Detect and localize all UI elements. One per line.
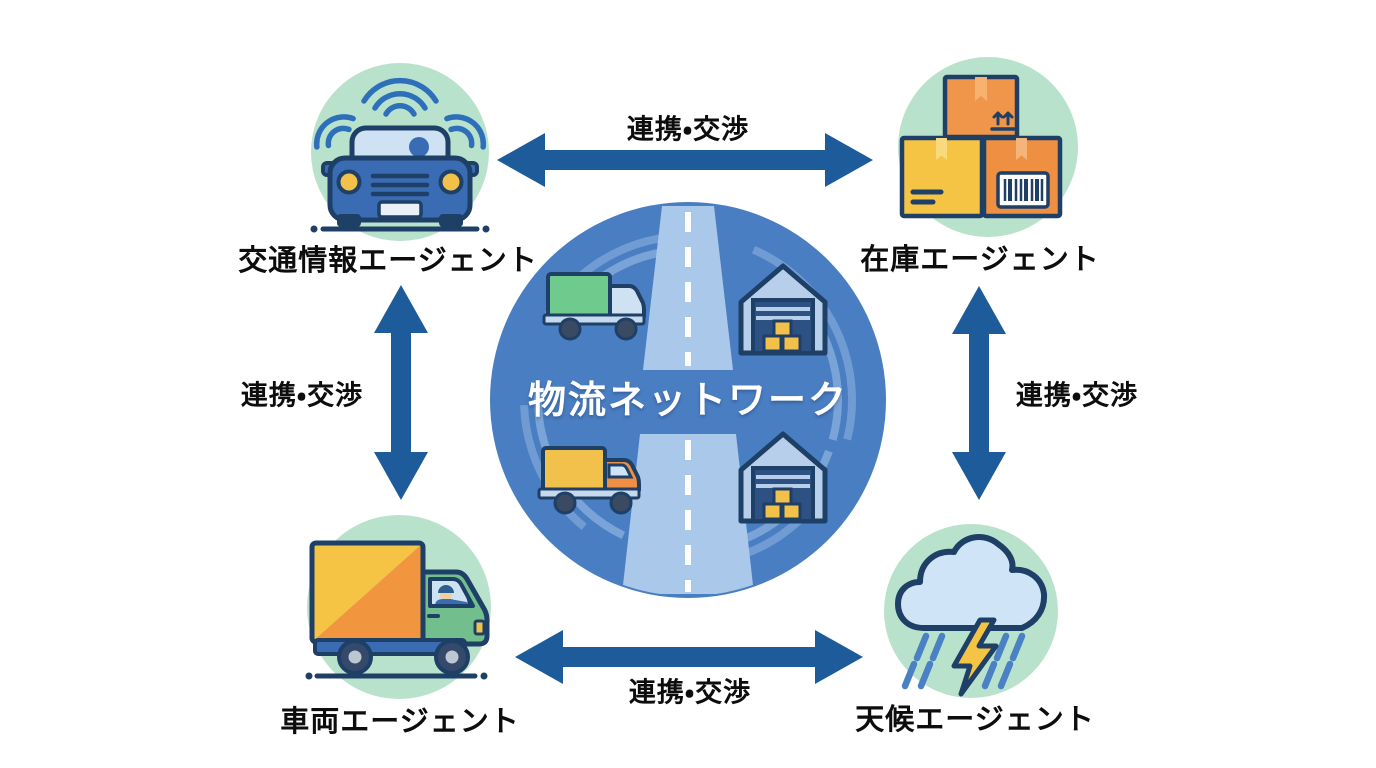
center-title: 物流ネットワーク xyxy=(527,380,848,422)
this-way-up-icon xyxy=(990,111,1016,131)
green-truck-icon xyxy=(542,272,646,341)
connection-arrow-bottom xyxy=(515,630,863,684)
yellow-truck-icon xyxy=(537,446,641,515)
connection-label-right: 連携・交渉 xyxy=(1015,380,1139,411)
agent-label-inventory: 在庫エージェント xyxy=(860,244,1100,276)
connection-arrow-left xyxy=(374,285,428,500)
agent-label-vehicle: 車両エージェント xyxy=(280,706,520,738)
agent-node-weather xyxy=(884,524,1058,698)
lightning-icon xyxy=(951,617,999,697)
connection-label-bottom: 連携・交渉 xyxy=(628,677,752,708)
delivery-truck-icon xyxy=(305,540,490,680)
connection-label-top: 連携・交渉 xyxy=(626,114,750,145)
agent-node-traffic-info xyxy=(310,63,490,241)
agent-node-inventory xyxy=(898,57,1078,237)
connection-label-left: 連携・交渉 xyxy=(240,380,364,411)
signal-waves-icon xyxy=(313,77,487,150)
storm-cloud-icon xyxy=(895,534,1048,697)
logistics-network-illustration xyxy=(492,204,884,596)
connection-arrow-top xyxy=(497,133,873,187)
agent-label-traffic-info: 交通情報エージェント xyxy=(238,245,538,277)
center-network-node: 物流ネットワーク xyxy=(490,202,886,598)
connected-car-icon xyxy=(310,77,490,233)
barcode-icon xyxy=(996,171,1050,209)
rain-icon xyxy=(901,632,1026,690)
agent-label-weather: 天候エージェント xyxy=(855,704,1095,736)
inventory-boxes-icon xyxy=(899,74,1063,219)
road-top xyxy=(643,206,733,370)
road-bottom xyxy=(622,434,754,594)
agent-node-vehicle xyxy=(305,515,491,699)
connection-arrow-right xyxy=(952,286,1006,500)
